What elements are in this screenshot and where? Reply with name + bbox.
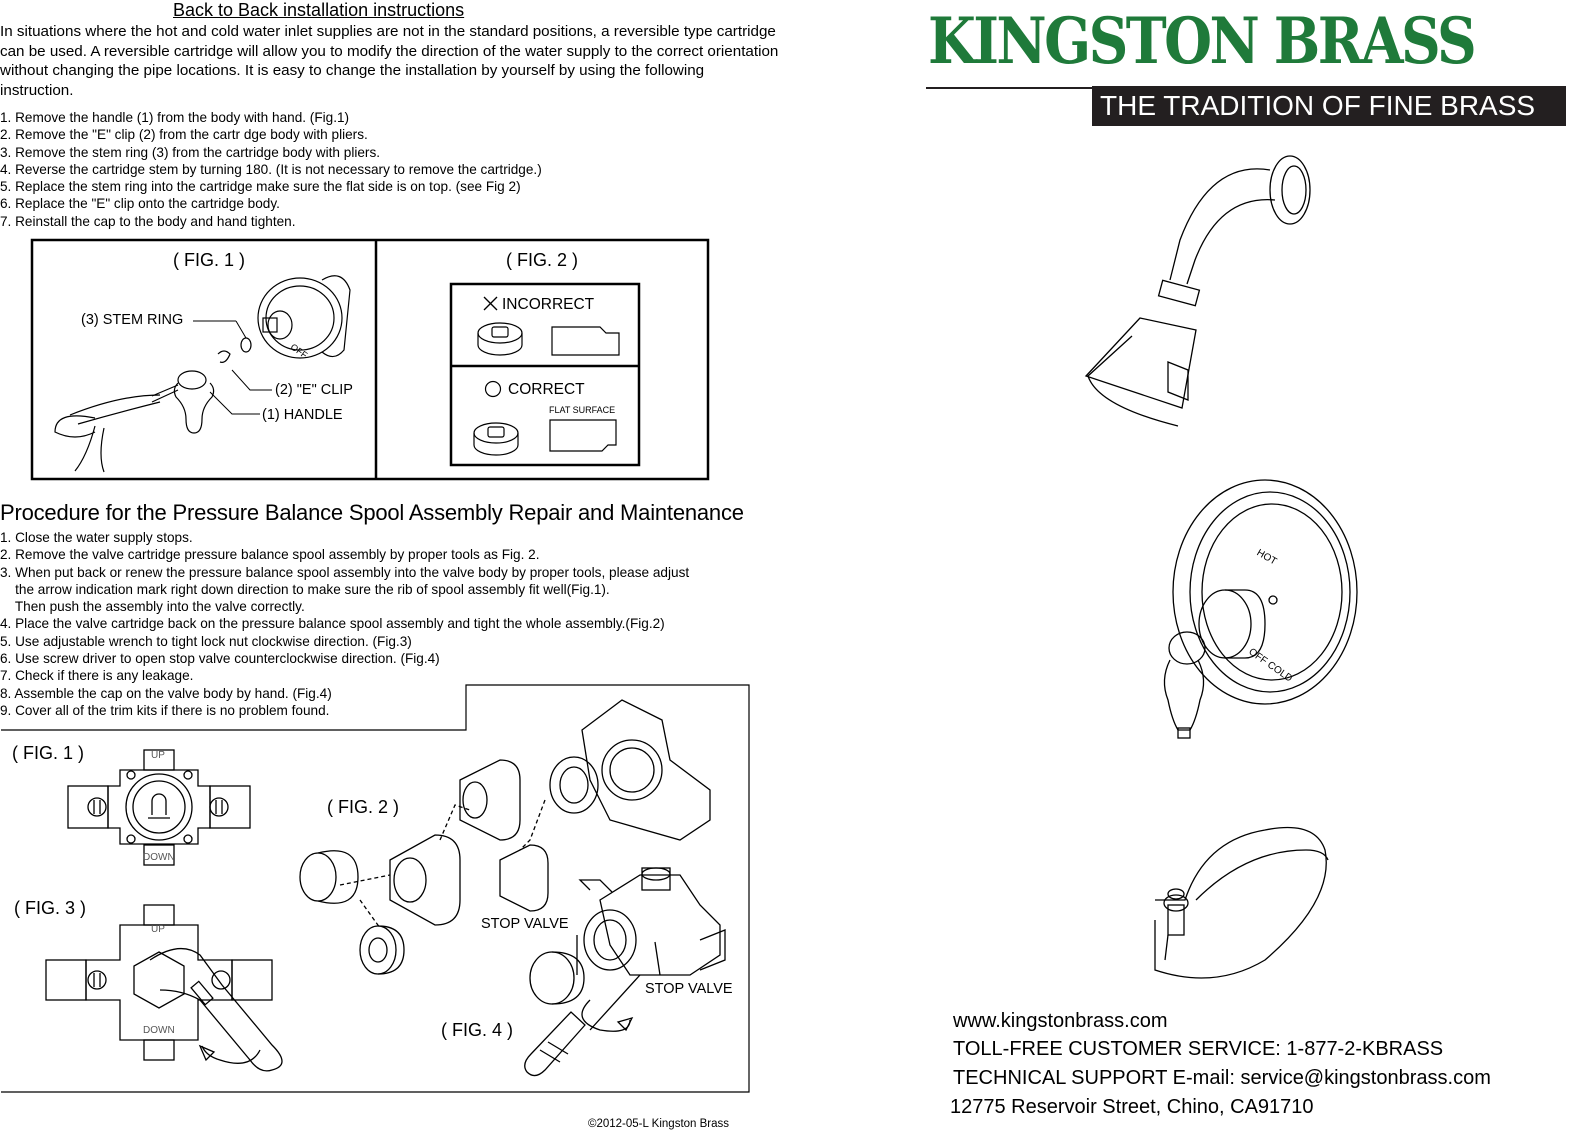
incorrect-x-icon	[483, 296, 498, 311]
incorrect-label: INCORRECT	[502, 296, 595, 313]
figure-box-2	[1, 684, 750, 1093]
brand-logo: KINGSTON BRASS	[928, 4, 1477, 79]
step-item: 9. Cover all of the trim kits if there i…	[0, 702, 330, 718]
toll-free-text: TOLL-FREE CUSTOMER SERVICE: 1-877-2-KBRA…	[953, 1038, 1444, 1060]
figure-box-1	[30, 238, 710, 481]
brand-tagline: THE TRADITION OF FINE BRASS	[1092, 86, 1566, 126]
e-clip-callout: (2) "E" CLIP	[275, 382, 353, 398]
fig-2-label: ( FIG. 2 )	[506, 250, 578, 270]
copyright: ©2012-05-L Kingston Brass	[588, 1118, 730, 1130]
step-item: 1. Remove the handle (1) from the body w…	[0, 110, 350, 125]
step-item: 3. Remove the stem ring (3) from the car…	[0, 144, 381, 160]
shower-head-drawing	[1084, 155, 1311, 427]
step-item: 6. Replace the "E" clip onto the cartrid…	[0, 196, 280, 212]
flat-surface-label: FLAT SURFACE	[549, 405, 616, 415]
fig-1-label-2: ( FIG. 1 )	[12, 743, 84, 763]
section-2-title: Procedure for the Pressure Balance Spool…	[0, 500, 744, 525]
stop-valve-callout-2: STOP VALVE	[645, 981, 733, 997]
website-text: www.kingstonbrass.com	[953, 1010, 1168, 1032]
stem-ring-incorrect-drawing	[477, 322, 523, 356]
stem-ring-correct-drawing	[473, 422, 519, 456]
installation-steps: 1. Remove the handle (1) from the body w…	[0, 109, 760, 230]
flat-surface-incorrect-drawing	[551, 326, 620, 356]
step-item: the arrow indication mark right down dir…	[0, 581, 610, 597]
handle-callout: (1) HANDLE	[262, 407, 343, 423]
fig-4-label: ( FIG. 4 )	[441, 1020, 513, 1040]
correct-label: CORRECT	[508, 381, 585, 398]
fig-3-label: ( FIG. 3 )	[14, 898, 86, 918]
fig-1-label: ( FIG. 1 )	[173, 250, 245, 270]
section-1-title: Back to Back installation instructions	[173, 0, 465, 20]
valve-exploded-drawing	[54, 275, 351, 473]
up-mark-fig1: UP	[151, 750, 165, 761]
stop-valve-callout-1: STOP VALVE	[481, 916, 569, 932]
step-item: 3. When put back or renew the pressure b…	[0, 564, 690, 580]
valve-trim-drawing	[1163, 479, 1358, 739]
step-item: 4. Place the valve cartridge back on the…	[0, 616, 665, 632]
step-item: Then push the assembly into the valve co…	[0, 599, 305, 615]
step-item: 8. Assemble the cap on the valve body by…	[0, 685, 332, 701]
logo-underline	[926, 87, 1092, 89]
stem-ring-callout: (3) STEM RING	[81, 312, 184, 328]
valve-top-view-fig1	[67, 749, 251, 866]
down-mark-fig3: DOWN	[143, 1025, 175, 1036]
step-item: 7. Check if there is any leakage.	[0, 668, 194, 684]
address-text: 12775 Reservoir Street, Chino, CA91710	[950, 1096, 1314, 1118]
down-mark-fig1: DOWN	[143, 852, 175, 863]
flat-surface-correct-drawing	[549, 419, 617, 452]
valve-with-wrench-fig3	[45, 904, 283, 1072]
step-item: 1. Close the water supply stops.	[0, 530, 193, 545]
maintenance-steps: 1. Close the water supply stops. 2. Remo…	[0, 529, 770, 719]
up-mark-fig3: UP	[151, 924, 165, 935]
valve-with-screwdriver-fig4	[524, 867, 726, 1077]
spool-assembly-exploded-fig2	[299, 699, 711, 975]
step-item: 5. Replace the stem ring into the cartri…	[0, 179, 521, 195]
step-item: 2. Remove the "E" clip (2) from the cart…	[0, 127, 368, 143]
fig-2-label-2: ( FIG. 2 )	[327, 797, 399, 817]
step-item: 7. Reinstall the cap to the body and han…	[0, 213, 296, 229]
step-item: 6. Use screw driver to open stop valve c…	[0, 651, 440, 667]
intro-paragraph: In situations where the hot and cold wat…	[0, 23, 779, 99]
correct-circle-icon	[484, 380, 502, 398]
step-item: 5. Use adjustable wrench to tight lock n…	[0, 633, 412, 649]
step-item: 4. Reverse the cartridge stem by turning…	[0, 161, 542, 177]
tech-support-text: TECHNICAL SUPPORT E-mail: service@kingst…	[953, 1067, 1491, 1089]
tub-spout-drawing	[1154, 826, 1329, 979]
step-item: 2. Remove the valve cartridge pressure b…	[0, 547, 540, 563]
